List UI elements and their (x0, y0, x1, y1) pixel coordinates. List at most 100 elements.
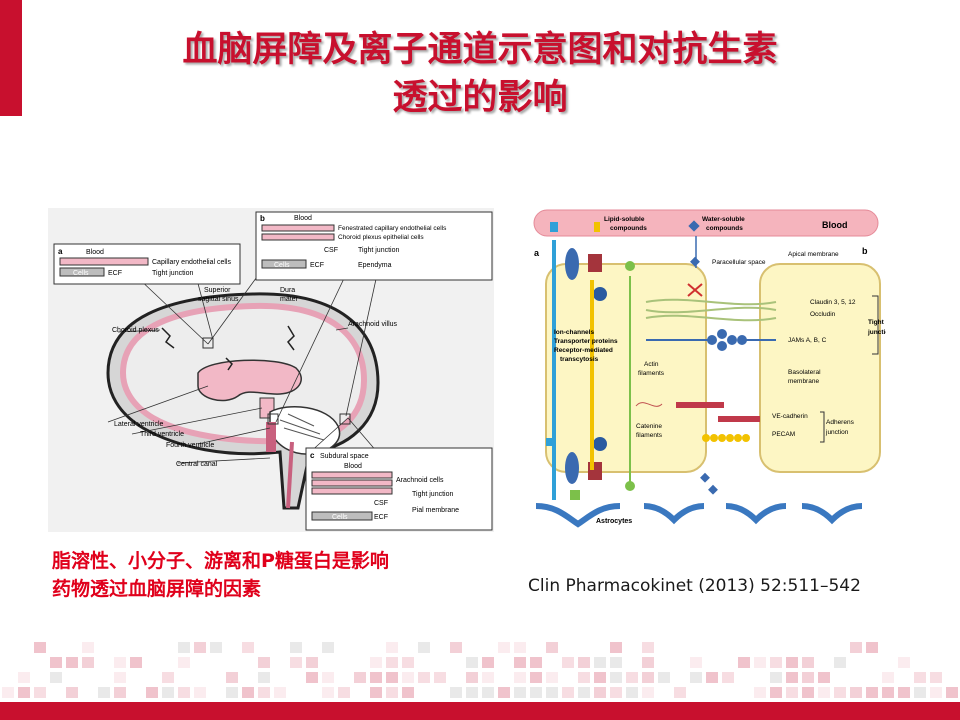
mosaic-tile (482, 657, 494, 668)
mosaic-tile (466, 687, 478, 698)
label-arachnoid-villus: Arachnoid villus (348, 321, 398, 328)
mosaic-tile (546, 687, 558, 698)
mosaic-tile (178, 642, 190, 653)
mosaic-tile (866, 687, 878, 698)
mosaic-tile (818, 687, 830, 698)
basolateral-label-1: Basolateral (788, 369, 821, 376)
mosaic-tile (770, 657, 782, 668)
caption: 脂溶性、小分子、游离和P糖蛋白是影响 药物透过血脑屏障的因素 (52, 547, 492, 603)
letter-b: b (862, 246, 868, 256)
mosaic-tile (18, 687, 30, 698)
mosaic-tile (850, 642, 862, 653)
mosaic-tile (114, 672, 126, 683)
astrocytes-label: Astrocytes (596, 518, 632, 525)
mosaic-tile (578, 687, 590, 698)
panel-b-csf: CSF (324, 247, 338, 254)
water-soluble-label-1: Water-soluble (702, 216, 745, 223)
mosaic-tile (18, 672, 30, 683)
panel-a-tight-junction: Tight junction (152, 270, 193, 277)
mosaic-tile (194, 642, 206, 653)
mosaic-tile (370, 657, 382, 668)
mosaic-tile (34, 687, 46, 698)
mosaic-tile (642, 672, 654, 683)
panel-a-blood: Blood (86, 249, 104, 256)
mosaic-tile (786, 657, 798, 668)
mosaic-tile (306, 657, 318, 668)
mosaic-tile (450, 642, 462, 653)
mosaic-tile (146, 687, 158, 698)
mosaic-tile (594, 657, 606, 668)
mosaic-tile (242, 642, 254, 653)
mosaic-tile (162, 687, 174, 698)
mosaic-tile (642, 687, 654, 698)
mosaic-tile (898, 657, 910, 668)
panel-c-blood: Blood (344, 463, 362, 470)
label-central-canal: Central canal (176, 461, 218, 468)
bottom-bar (0, 702, 960, 720)
mosaic-tile (802, 687, 814, 698)
mosaic-tile (690, 672, 702, 683)
label-choroid-plexus: Choroid plexus (112, 327, 159, 334)
mosaic-tile (690, 657, 702, 668)
mosaic-tile (66, 687, 78, 698)
mosaic-tile (2, 687, 14, 698)
mosaic-tile (290, 657, 302, 668)
mosaic-tile (338, 687, 350, 698)
astrocyte-foot-4 (801, 503, 863, 525)
ve-cadherin-label: VE-cadherin (772, 413, 808, 420)
mosaic-tile (82, 657, 94, 668)
mosaic-tile (274, 687, 286, 698)
citation: Clin Pharmacokinet (2013) 52:511–542 (528, 576, 861, 596)
mosaic-tile (930, 672, 942, 683)
mosaic-tile (642, 642, 654, 653)
mosaic-tile (610, 672, 622, 683)
brain-barrier-figure: a Blood Cells ECF Capillary endothelial … (48, 208, 494, 532)
mosaic-tile (898, 687, 910, 698)
panel-b-tight-junction: Tight junction (358, 247, 399, 254)
receptor-label: Receptor-mediated (554, 347, 613, 354)
mosaic-tile (226, 672, 238, 683)
label-dura: Dura (280, 287, 295, 294)
claudin-label: Claudin 3, 5, 12 (810, 299, 856, 306)
mosaic-tile (658, 672, 670, 683)
decorative-mosaic (2, 642, 958, 698)
mosaic-tile (434, 672, 446, 683)
mosaic-tile (306, 672, 318, 683)
slide-title-line-1: 血脑屏障及离子通道示意图和对抗生素 (182, 30, 778, 70)
mosaic-tile (706, 672, 718, 683)
mosaic-tile (386, 642, 398, 653)
panel-c-subdural: Subdural space (320, 453, 369, 460)
mosaic-tile (258, 687, 270, 698)
panel-a-capillary-cells: Capillary endothelial cells (152, 259, 231, 266)
mosaic-tile (498, 642, 510, 653)
mosaic-tile (594, 687, 606, 698)
mosaic-tile (674, 687, 686, 698)
mosaic-tile (738, 657, 750, 668)
mosaic-tile (930, 687, 942, 698)
mosaic-tile (50, 657, 62, 668)
panel-b-fenestrated: Fenestrated capillary endothelial cells (338, 225, 447, 232)
mosaic-tile (482, 672, 494, 683)
mosaic-tile (578, 672, 590, 683)
pecam-label: PECAM (772, 431, 795, 438)
mosaic-tile (610, 657, 622, 668)
astrocyte-foot-2 (643, 503, 705, 525)
lateral-ventricle (197, 359, 302, 402)
lipid-soluble-label-1: Lipid-soluble (604, 216, 645, 223)
mosaic-tile (498, 687, 510, 698)
mosaic-tile (482, 687, 494, 698)
mosaic-tile (834, 687, 846, 698)
mosaic-tile (466, 657, 478, 668)
actin-label-1: Actin (644, 361, 659, 368)
panel-c-letter: c (310, 451, 315, 460)
panel-c-csf: CSF (374, 500, 388, 507)
caption-line-2: 药物透过血脑屏障的因素 (52, 578, 262, 600)
water-soluble-label-2: compounds (706, 225, 743, 232)
mosaic-tile (914, 687, 926, 698)
mosaic-tile (514, 642, 526, 653)
panel-b-ecf: ECF (310, 262, 324, 269)
mosaic-tile (946, 687, 958, 698)
mosaic-tile (130, 657, 142, 668)
actin-label-2: filaments (638, 370, 665, 377)
mosaic-tile (578, 657, 590, 668)
